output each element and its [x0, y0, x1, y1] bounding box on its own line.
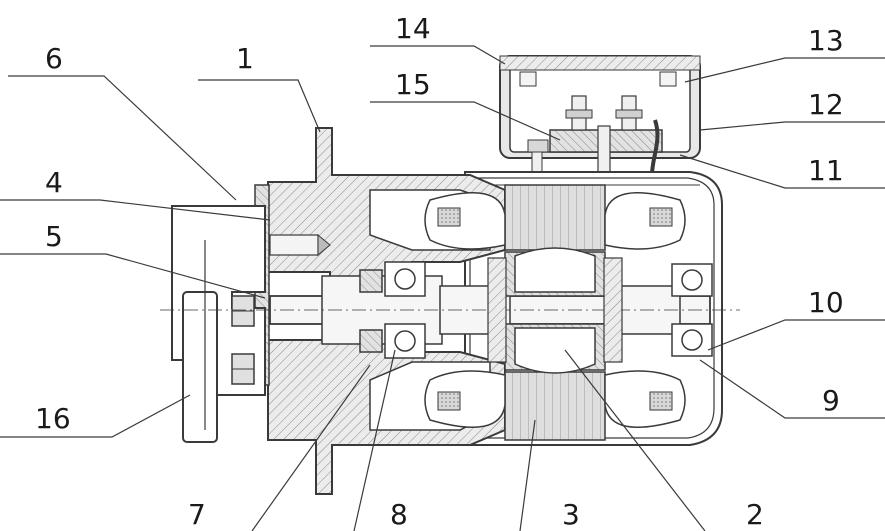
label-14: 14: [395, 12, 431, 45]
rear-bearing: [671, 263, 713, 357]
rotor: [487, 247, 623, 374]
label-16: 16: [35, 402, 71, 435]
callout-labels: 6 1 4 5 16 7 8 3 2 14 15 13 12 11 10 9: [35, 12, 844, 531]
label-3: 3: [562, 498, 580, 531]
label-10: 10: [808, 286, 844, 319]
front-bearing: [384, 261, 426, 359]
label-1: 1: [236, 42, 254, 75]
label-12: 12: [808, 88, 844, 121]
pump-head: [171, 184, 270, 443]
shaft-seal: [359, 269, 383, 353]
label-7: 7: [188, 498, 206, 531]
label-6: 6: [45, 42, 63, 75]
label-11: 11: [808, 154, 844, 187]
label-8: 8: [390, 498, 408, 531]
label-2: 2: [746, 498, 764, 531]
label-4: 4: [45, 166, 63, 199]
stator-core: [504, 184, 606, 441]
label-5: 5: [45, 220, 63, 253]
label-15: 15: [395, 68, 431, 101]
terminal-box: [499, 55, 701, 241]
label-9: 9: [822, 384, 840, 417]
leader-lines: [0, 45, 885, 531]
label-13: 13: [808, 24, 844, 57]
stator-windings: [424, 192, 686, 428]
